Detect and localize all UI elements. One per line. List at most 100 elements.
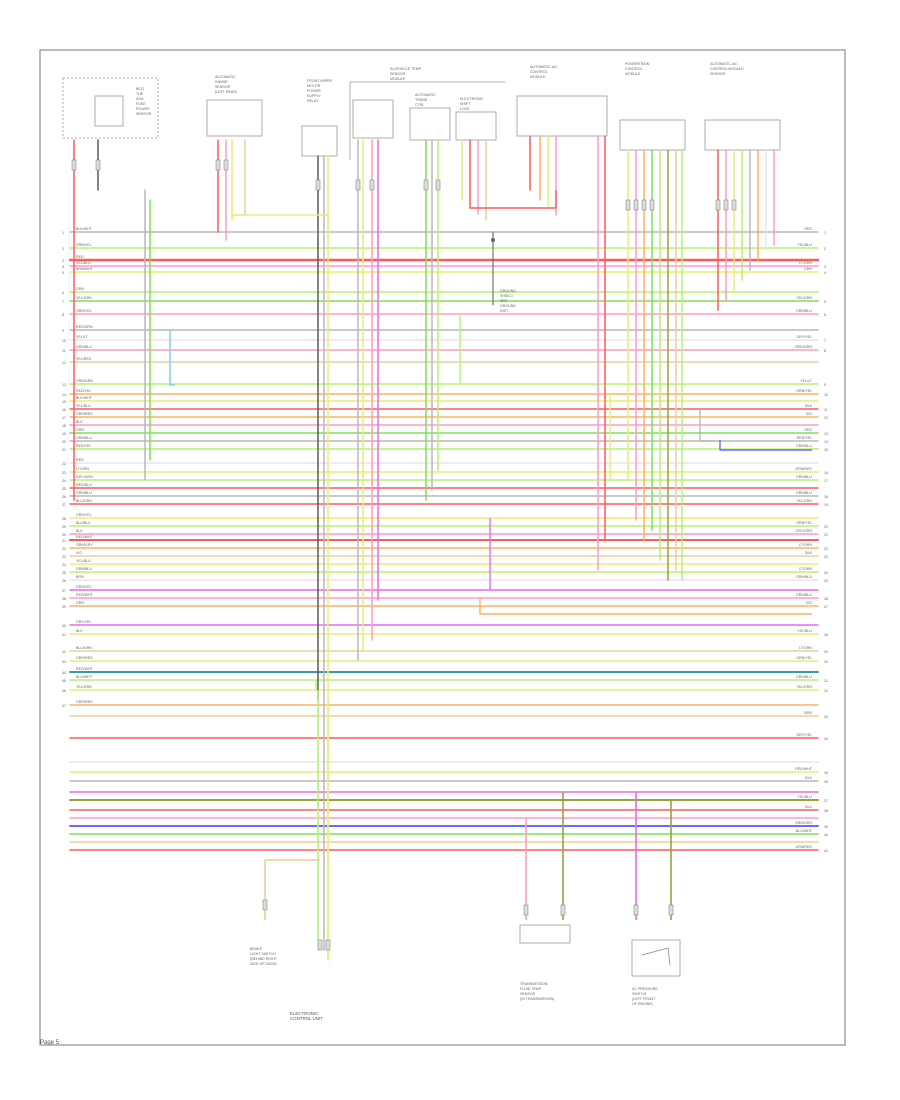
- right-wire-label: GRN/BLU: [796, 675, 812, 679]
- range-sensor-box: [206, 99, 263, 137]
- right-pin-number: 20: [824, 525, 828, 529]
- shift-lock-box: [455, 111, 497, 141]
- left-pin-number: 5: [62, 271, 64, 275]
- left-wire-label: ORN/GRN: [76, 379, 93, 383]
- right-wire-label: RED: [804, 227, 812, 231]
- right-pin-number: 39: [824, 825, 828, 829]
- connector-pin: [633, 199, 639, 211]
- right-pin-number: 10: [824, 393, 828, 397]
- left-wire-label: LT/GRN: [76, 467, 89, 471]
- ac-pressure-switch-box: [631, 939, 681, 977]
- right-pin-number: 28: [824, 633, 828, 637]
- right-wire-label: LT/GRN: [799, 261, 812, 265]
- left-wire-label: GRN/RED: [76, 700, 93, 704]
- connector-pin: [435, 179, 441, 191]
- left-wire-label: YEL/BLU: [76, 404, 91, 408]
- right-wire-label: BLU/WHT: [796, 829, 813, 833]
- left-wire-label: GRN/YEL: [76, 513, 92, 517]
- right-pin-number: 19: [824, 503, 828, 507]
- left-wire-label: YEL/BLU: [76, 261, 91, 265]
- left-wire-label: RED/YEL: [76, 389, 91, 393]
- left-pin-number: 21: [62, 448, 66, 452]
- left-pin-number: 23: [62, 471, 66, 475]
- right-wire-label: GRY/YEL: [796, 733, 812, 737]
- connector-pin: [560, 904, 566, 916]
- left-wire-label: YEL/RED: [76, 357, 92, 361]
- right-wire-label: YEL/GRN: [796, 296, 812, 300]
- right-pin-number: 21: [824, 533, 828, 537]
- connector-pin: [325, 939, 331, 951]
- right-wire-label: GRN/BLU: [796, 475, 812, 479]
- right-pin-number: 16: [824, 471, 828, 475]
- left-pin-number: 36: [62, 579, 66, 583]
- page-footer-code: Page 5: [40, 1040, 60, 1046]
- right-wire-label: GRN/BLU: [796, 593, 812, 597]
- connector-pin: [355, 179, 361, 191]
- left-wire-label: RED/GRN: [76, 325, 93, 329]
- right-wire-label: BLK: [805, 551, 812, 555]
- left-pin-number: 8: [62, 313, 64, 317]
- jumper-wire: [231, 214, 329, 240]
- switch-symbol: [667, 947, 671, 966]
- right-pin-number: 23: [824, 555, 828, 559]
- left-pin-number: 20: [62, 440, 66, 444]
- left-wire-label: RED/WHT: [76, 667, 94, 671]
- right-pin-number: 18: [824, 495, 828, 499]
- left-wire-label: RED/YEL: [76, 444, 91, 448]
- right-wire-label: LT/GRN: [799, 646, 812, 650]
- right-pin-number: 38: [824, 809, 828, 813]
- left-pin-number: 30: [62, 533, 66, 537]
- right-pin-number: 12: [824, 416, 828, 420]
- left-wire-label: RED/WHT: [76, 593, 94, 597]
- left-wire-label: GRY/YEL: [76, 620, 92, 624]
- right-wire-label: GRN: [804, 267, 812, 271]
- right-pin-number: 41: [824, 849, 828, 853]
- left-wire-label: GRY/GRN: [76, 475, 93, 479]
- right-wire-label: YEL/GRN: [796, 499, 812, 503]
- right-pin-number: 37: [824, 799, 828, 803]
- connector-pin: [715, 199, 721, 211]
- left-pin-number: 9: [62, 329, 64, 333]
- right-pin-number: 17: [824, 479, 828, 483]
- right-wire-label: LT/GRN: [799, 567, 812, 571]
- left-wire-label: BLK/WHT: [76, 396, 93, 400]
- right-pin-number: 22: [824, 547, 828, 551]
- left-pin-number: 41: [62, 633, 66, 637]
- left-wire-label: RED: [76, 458, 84, 462]
- left-pin-number: 45: [62, 679, 66, 683]
- right-pin-number: 7: [824, 339, 826, 343]
- jumper-wire: [479, 598, 812, 615]
- right-pin-number: 15: [824, 448, 828, 452]
- right-wire-label: YEL/BLU: [797, 629, 812, 633]
- right-wire-label: YEL/LT: [800, 379, 813, 383]
- left-pin-number: 17: [62, 416, 66, 420]
- left-pin-number: 37: [62, 589, 66, 593]
- right-wire-label: YEL/BLU: [797, 243, 812, 247]
- right-pin-number: 13: [824, 432, 828, 436]
- connector-pin: [369, 179, 375, 191]
- right-wire-label: GRN/YEL: [796, 656, 812, 660]
- right-wire-label: LT/GRN: [799, 543, 812, 547]
- right-wire-label: RED/WHT: [795, 767, 813, 771]
- left-pin-number: 7: [62, 300, 64, 304]
- right-pin-number: 9: [824, 383, 826, 387]
- left-pin-number: 1: [62, 231, 64, 235]
- left-wire-label: GRN/BLU: [76, 567, 92, 571]
- left-pin-number: 31: [62, 539, 66, 543]
- left-pin-number: 15: [62, 400, 66, 404]
- left-pin-number: 10: [62, 339, 66, 343]
- connector-pin: [668, 904, 674, 916]
- relay-box: [301, 125, 338, 157]
- connector-pin: [723, 199, 729, 211]
- right-pin-number: 29: [824, 650, 828, 654]
- right-pin-number: 33: [824, 715, 828, 719]
- left-wire-label: YEL/LT: [76, 335, 89, 339]
- temp-sensor-box: [352, 99, 394, 139]
